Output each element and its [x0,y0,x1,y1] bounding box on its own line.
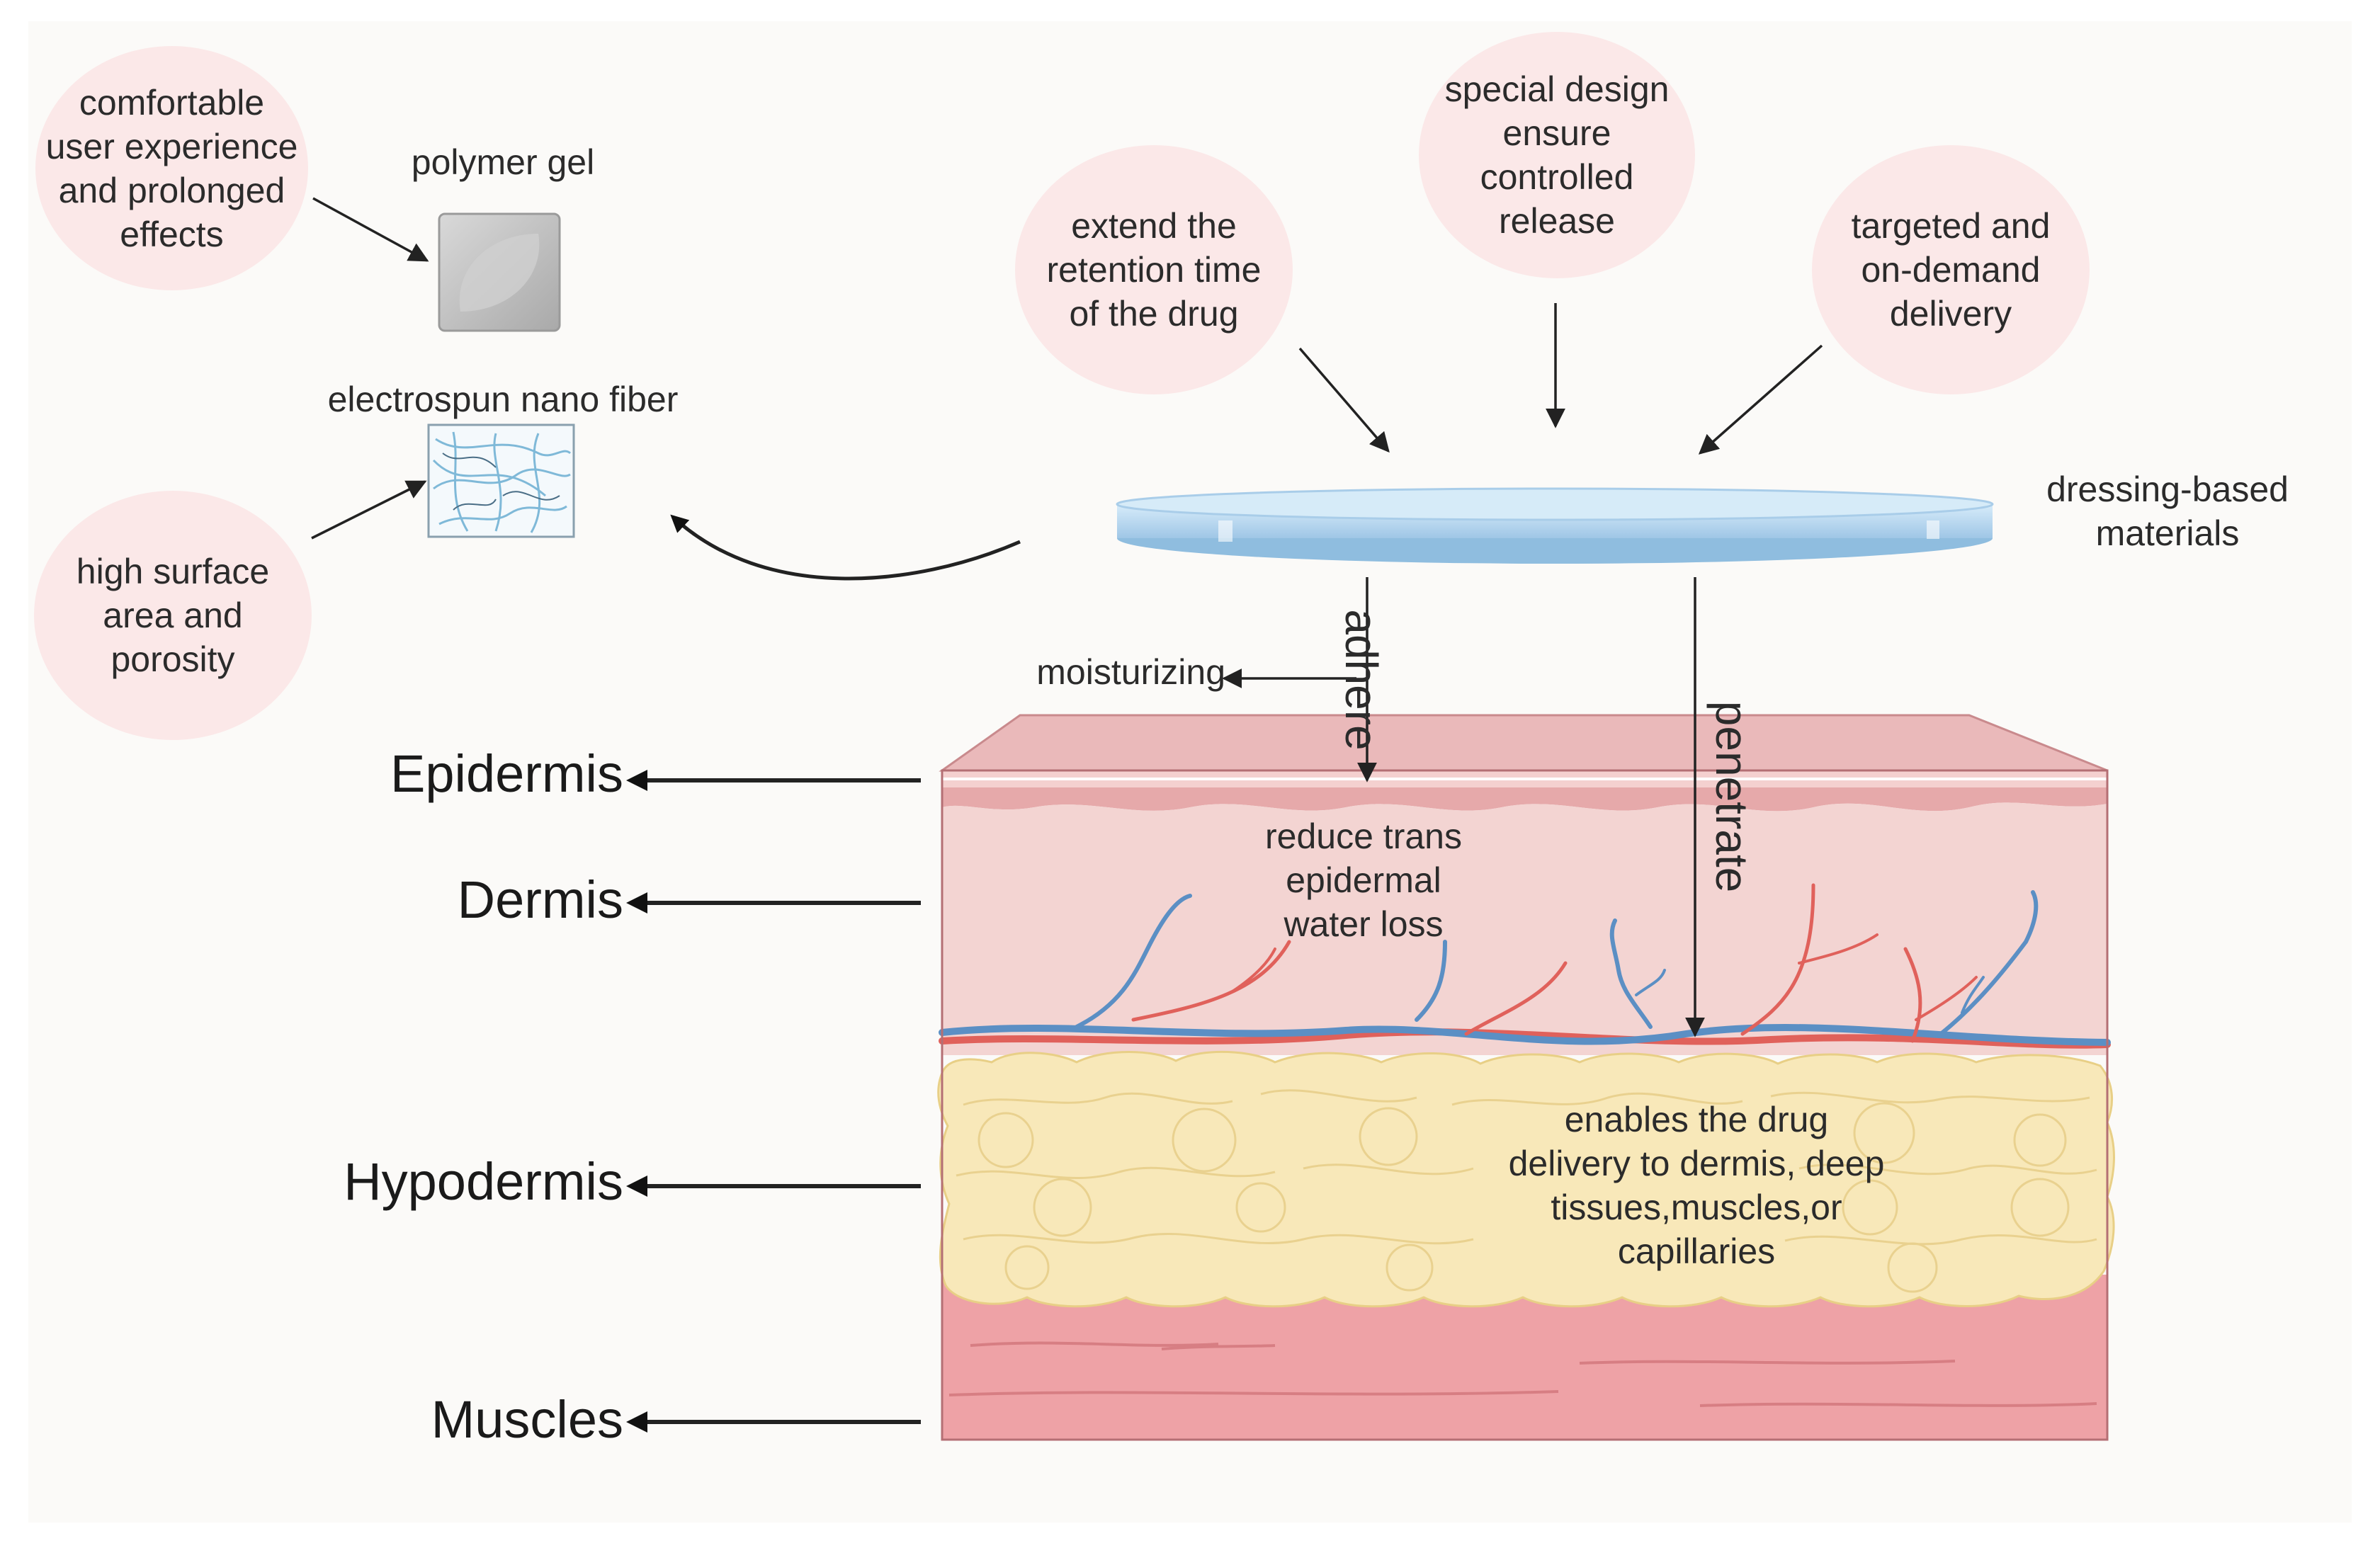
muscle-fiber [1161,1344,1276,1350]
bubble-surface: high surface area and porosity [34,491,312,740]
label-polymer-gel: polymer gel [411,142,595,182]
muscle-fiber [1699,1402,2097,1407]
label-tewl: reduce trans epidermal water loss [1265,816,1462,944]
arrow-retention [1298,347,1390,453]
bubble-retention: extend the retention time of the drug [1015,145,1293,394]
arrow-dressing-to-materials [670,514,1021,581]
gel-sheen [459,234,540,312]
artery-branch [1903,947,1922,1043]
vein-branch [1939,890,2039,1036]
label-moisturizing: moisturizing [1036,652,1225,692]
dressing-top [1116,487,1994,521]
dressing-disc [1116,487,1994,564]
artery [939,1028,2111,1049]
dressing-highlight [1927,520,1939,539]
bubble-design: special design ensure controlled release [1419,32,1695,278]
layer-label-hypodermis: Hypodermis [344,1152,623,1211]
blood-vessels [939,883,2111,1049]
bubble-surface-text: high surface area and porosity [76,552,270,679]
bubble-design-text: special design ensure controlled release [1444,69,1670,241]
epidermis-wave [942,787,2107,812]
skin-outline [941,769,2109,1441]
nanofiber-strands [432,431,572,533]
label-penetrate: penetrate [1706,700,1757,893]
artery-branch [1231,947,1276,993]
vein-branch [1609,918,1653,1029]
arrow-targeted [1698,344,1823,455]
fat-lobules [956,1089,2097,1293]
bubble-comfort-text: comfortable user experience and prolonge… [45,82,298,254]
vein-branch [1075,894,1192,1029]
artery-branch [1740,883,1815,1036]
skin-top-face [939,714,2108,772]
dermis-layer [942,802,2107,1055]
skin-block [937,714,2115,1441]
label-nanofiber: electrospun nano fiber [327,380,679,419]
vein-branch [1635,969,1666,996]
layer-label-epidermis: Epidermis [390,744,623,803]
nanofiber-sample [427,423,575,538]
label-adhere: adhere [1336,609,1387,751]
muscle-fiber [1579,1360,1956,1365]
label-dressing: dressing-based materials [2046,469,2289,553]
dressing-highlight [1218,520,1232,542]
layer-label-muscles: Muscles [431,1390,623,1449]
nanofiber-dark-strands [442,453,560,511]
muscle-fiber [948,1390,1559,1396]
polymer-gel-sample [438,212,561,332]
bubble-targeted-text: targeted and on-demand delivery [1851,206,2051,334]
bubble-retention-text: extend the retention time of the drug [1046,206,1262,334]
artery-branch [1798,933,1878,964]
layer-label-dermis: Dermis [457,870,623,929]
arrow-comfort-to-gel [312,197,429,262]
vein [939,1024,2111,1046]
arrow-surface-to-fiber [311,480,427,540]
bubble-targeted: targeted and on-demand delivery [1812,145,2090,394]
muscle-fiber [970,1341,1219,1347]
vein-branch [1415,940,1447,1022]
artery-branch [1915,976,1978,1021]
label-deep-delivery: enables the drug delivery to dermis, dee… [1508,1100,1885,1271]
artery-branch [1131,940,1291,1022]
artery-branch [1464,961,1568,1036]
vein-branch [1961,976,1985,1014]
hypodermis-layer [937,1050,2115,1308]
bubble-comfort: comfortable user experience and prolonge… [35,46,308,290]
arrows [311,197,1823,1433]
